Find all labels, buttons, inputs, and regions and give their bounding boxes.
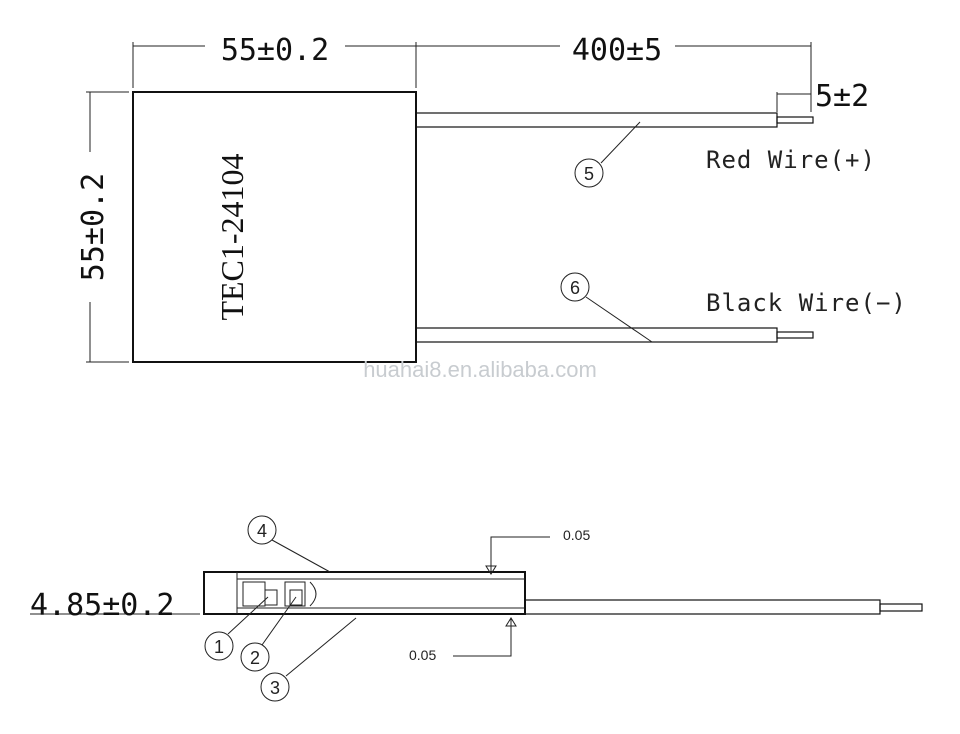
side-view: 4.85±0.2 0.05 0.05 4 1 2 3 bbox=[30, 515, 923, 702]
callout-5-number: 5 bbox=[584, 164, 594, 184]
black-wire-conductor bbox=[776, 331, 814, 339]
red-wire-insulation bbox=[415, 112, 778, 128]
callout-1-circle bbox=[204, 631, 234, 661]
callout-5-leader bbox=[600, 121, 641, 164]
callout-6-number: 6 bbox=[570, 278, 580, 298]
callout-4-circle bbox=[247, 515, 277, 545]
callout-4-leader bbox=[271, 539, 331, 573]
side-wire-insulation bbox=[524, 599, 881, 615]
width-dimension: 55±0.2 bbox=[221, 33, 329, 68]
black-wire-insulation bbox=[415, 327, 778, 343]
model-number: TEC1-24104 bbox=[214, 153, 250, 320]
flatness-bottom-leader bbox=[453, 618, 512, 657]
callout-1-number: 1 bbox=[214, 637, 224, 657]
semiconductor-element-c bbox=[284, 581, 306, 607]
semiconductor-element-d bbox=[289, 589, 303, 606]
flatness-top-value: 0.05 bbox=[563, 527, 590, 543]
thickness-dimension: 4.85±0.2 bbox=[30, 588, 175, 623]
sealant-edge bbox=[309, 581, 317, 607]
module-body bbox=[132, 91, 417, 363]
red-wire-label: Red Wire(+) bbox=[706, 146, 876, 174]
callout-6-circle bbox=[560, 272, 590, 302]
flatness-bottom-arrow bbox=[505, 617, 517, 627]
flatness-top-arrow bbox=[485, 565, 497, 575]
callout-3-number: 3 bbox=[270, 678, 280, 698]
callout-2-leader bbox=[261, 596, 297, 646]
side-body bbox=[203, 571, 526, 615]
red-wire-conductor bbox=[776, 116, 814, 124]
callout-6-leader bbox=[585, 296, 653, 343]
height-dimension: 55±0.2 bbox=[76, 173, 111, 281]
callout-4-number: 4 bbox=[257, 521, 267, 541]
watermark: huahai8.en.alibaba.com bbox=[363, 357, 597, 382]
callout-5-circle bbox=[574, 158, 604, 188]
callout-3-circle bbox=[260, 672, 290, 702]
side-wire-conductor bbox=[879, 603, 923, 612]
callout-2-circle bbox=[240, 642, 270, 672]
callout-2-number: 2 bbox=[250, 648, 260, 668]
semiconductor-element-b bbox=[264, 589, 278, 606]
callout-1-leader bbox=[227, 596, 269, 635]
lead-length-dimension: 400±5 bbox=[572, 33, 662, 68]
top-view: 55±0.2 55±0.2 TEC1-24104 400±5 5±2 5 Red… bbox=[76, 33, 907, 363]
black-wire-label: Black Wire(−) bbox=[706, 289, 907, 317]
flatness-bottom-value: 0.05 bbox=[409, 647, 436, 663]
callout-3-leader bbox=[285, 617, 357, 677]
flatness-top-leader bbox=[490, 536, 550, 572]
strip-length-dimension: 5±2 bbox=[815, 79, 869, 114]
